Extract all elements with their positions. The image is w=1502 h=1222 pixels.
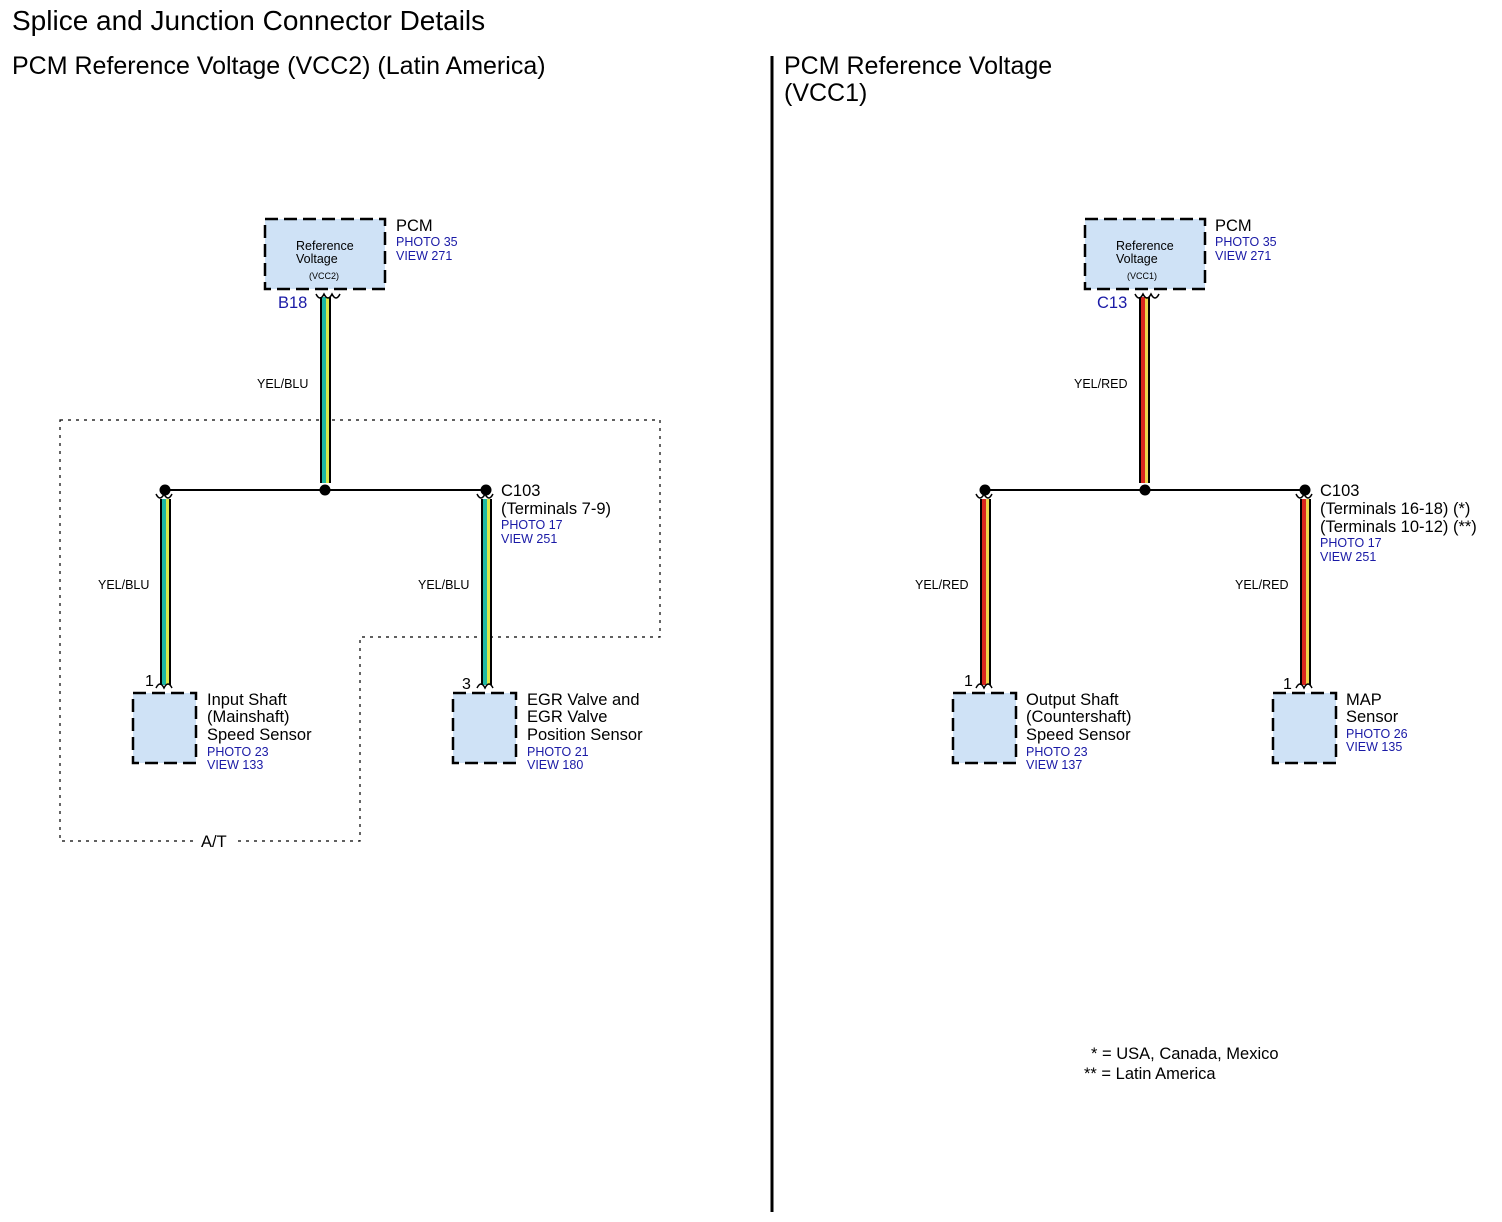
splice-node-center bbox=[319, 484, 331, 496]
map-sensor-pin: 1 bbox=[1283, 676, 1292, 693]
splice-photo-link[interactable]: PHOTO 17 bbox=[501, 518, 563, 532]
wire-main-vcc1 bbox=[1134, 292, 1160, 483]
splice1-node-right bbox=[1299, 484, 1311, 496]
output-shaft-line1: Output Shaft bbox=[1026, 691, 1119, 709]
input-shaft-line3: Speed Sensor bbox=[207, 726, 312, 744]
pcm1-view-link[interactable]: VIEW 271 bbox=[1215, 249, 1271, 263]
pcm-box-vcc2 bbox=[263, 217, 387, 291]
input-shaft-view-link[interactable]: VIEW 133 bbox=[207, 758, 263, 772]
splice1-view-link[interactable]: VIEW 251 bbox=[1320, 550, 1376, 564]
egr-valve-box bbox=[451, 691, 518, 765]
at-region-label: A/T bbox=[201, 833, 227, 851]
map-sensor-line2: Sensor bbox=[1346, 708, 1399, 726]
right-section: PCM Reference Voltage (VCC1) Reference V… bbox=[784, 52, 1477, 1083]
pcm-box-line1: Reference bbox=[296, 239, 354, 253]
input-shaft-sensor-box bbox=[131, 691, 198, 765]
wire-main-label: YEL/BLU bbox=[257, 377, 308, 391]
wire-branch-left-vcc1 bbox=[975, 492, 993, 690]
map-sensor-line1: MAP bbox=[1346, 691, 1382, 709]
pcm1-box-line3: (VCC1) bbox=[1127, 271, 1157, 281]
splice-name: C103 bbox=[501, 482, 540, 500]
at-label-bg bbox=[196, 832, 234, 850]
wire-branch-left-label: YEL/BLU bbox=[98, 578, 149, 592]
splice1-terminals-1: (Terminals 16-18) (*) bbox=[1320, 500, 1470, 518]
output-shaft-line2: (Countershaft) bbox=[1026, 708, 1131, 726]
egr-line2: EGR Valve bbox=[527, 708, 607, 726]
map-sensor-box bbox=[1271, 691, 1338, 765]
egr-view-link[interactable]: VIEW 180 bbox=[527, 758, 583, 772]
pcm1-box-line1: Reference bbox=[1116, 239, 1174, 253]
wire-branch-right-vcc2 bbox=[476, 492, 494, 690]
egr-line3: Position Sensor bbox=[527, 726, 643, 744]
output-shaft-sensor-box bbox=[951, 691, 1018, 765]
pcm-box-line2: Voltage bbox=[296, 252, 338, 266]
input-shaft-photo-link[interactable]: PHOTO 23 bbox=[207, 745, 269, 759]
input-shaft-line1: Input Shaft bbox=[207, 691, 287, 709]
wire-branch-left-vcc2 bbox=[155, 492, 173, 690]
pcm1-pin-label: C13 bbox=[1097, 294, 1127, 312]
egr-photo-link[interactable]: PHOTO 21 bbox=[527, 745, 589, 759]
egr-pin: 3 bbox=[462, 676, 471, 693]
wire-branch-left-vcc1-label: YEL/RED bbox=[915, 578, 969, 592]
left-heading: PCM Reference Voltage (VCC2) (Latin Amer… bbox=[12, 52, 546, 80]
splice-terminals: (Terminals 7-9) bbox=[501, 500, 611, 518]
pcm-view-link[interactable]: VIEW 271 bbox=[396, 249, 452, 263]
output-shaft-photo-link[interactable]: PHOTO 23 bbox=[1026, 745, 1088, 759]
pcm-box-vcc1 bbox=[1083, 217, 1207, 291]
egr-line1: EGR Valve and bbox=[527, 691, 640, 709]
splice1-node-center bbox=[1139, 484, 1151, 496]
wire-main-vcc1-label: YEL/RED bbox=[1074, 377, 1128, 391]
footnote-single-asterisk: * = USA, Canada, Mexico bbox=[1091, 1045, 1279, 1063]
splice-view-link[interactable]: VIEW 251 bbox=[501, 532, 557, 546]
at-region-outline bbox=[59, 419, 661, 842]
output-shaft-line3: Speed Sensor bbox=[1026, 726, 1131, 744]
pcm-label: PCM bbox=[396, 217, 433, 235]
map-sensor-view-link[interactable]: VIEW 135 bbox=[1346, 740, 1402, 754]
pcm1-photo-link[interactable]: PHOTO 35 bbox=[1215, 235, 1277, 249]
wire-branch-right-vcc1 bbox=[1295, 492, 1313, 690]
wire-branch-right-label: YEL/BLU bbox=[418, 578, 469, 592]
splice1-photo-link[interactable]: PHOTO 17 bbox=[1320, 536, 1382, 550]
splice-node-right bbox=[480, 484, 492, 496]
right-heading-line2: (VCC1) bbox=[784, 79, 867, 107]
pcm-box-line3: (VCC2) bbox=[309, 271, 339, 281]
footnote-double-asterisk: ** = Latin America bbox=[1084, 1065, 1216, 1083]
pcm-pin-label: B18 bbox=[278, 294, 307, 312]
wire-main-vcc2 bbox=[315, 292, 341, 483]
output-shaft-pin: 1 bbox=[964, 673, 973, 690]
splice-node-left bbox=[159, 484, 171, 496]
splice1-terminals-2: (Terminals 10-12) (**) bbox=[1320, 518, 1477, 536]
map-sensor-photo-link[interactable]: PHOTO 26 bbox=[1346, 727, 1408, 741]
pcm-photo-link[interactable]: PHOTO 35 bbox=[396, 235, 458, 249]
right-heading-line1: PCM Reference Voltage bbox=[784, 52, 1052, 80]
splice1-name: C103 bbox=[1320, 482, 1359, 500]
pcm1-box-line2: Voltage bbox=[1116, 252, 1158, 266]
pcm1-label: PCM bbox=[1215, 217, 1252, 235]
input-shaft-pin: 1 bbox=[145, 673, 154, 690]
splice1-node-left bbox=[979, 484, 991, 496]
wire-branch-right-vcc1-label: YEL/RED bbox=[1235, 578, 1289, 592]
output-shaft-view-link[interactable]: VIEW 137 bbox=[1026, 758, 1082, 772]
left-section: PCM Reference Voltage (VCC2) (Latin Amer… bbox=[12, 52, 661, 851]
input-shaft-line2: (Mainshaft) bbox=[207, 708, 290, 726]
page-title: Splice and Junction Connector Details bbox=[12, 5, 485, 36]
